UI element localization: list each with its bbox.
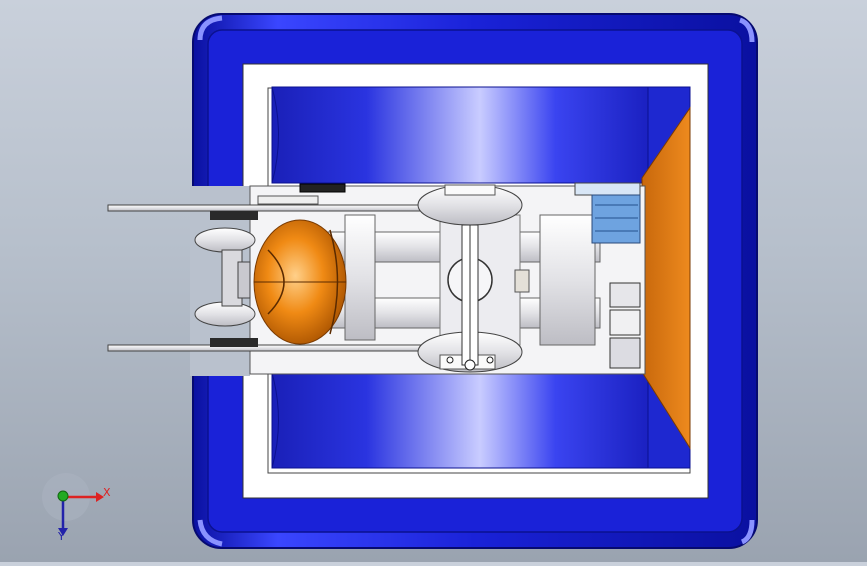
bottom-roller[interactable] xyxy=(271,372,691,469)
electronics-board[interactable] xyxy=(574,182,641,369)
roller-wheels-left[interactable] xyxy=(194,227,256,327)
y-axis-label: Y xyxy=(58,530,65,543)
x-axis-label: X xyxy=(103,486,111,499)
coordinate-triad xyxy=(42,473,104,536)
orange-ball[interactable] xyxy=(253,219,347,345)
mechanism-body[interactable] xyxy=(107,183,646,375)
top-roller[interactable] xyxy=(271,86,691,184)
